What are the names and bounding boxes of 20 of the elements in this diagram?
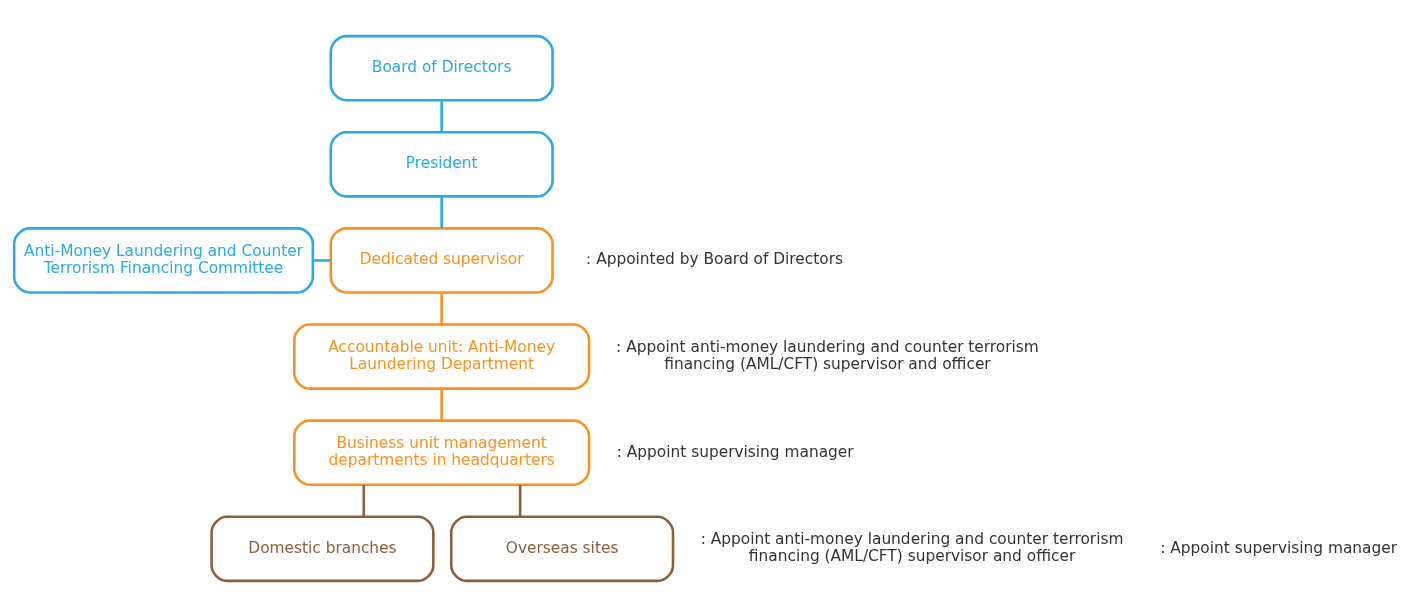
connector xyxy=(440,100,443,132)
node-box: Business unit management departments in headquarters xyxy=(292,418,591,486)
connector xyxy=(440,196,443,228)
node-label: ：Appointed by Board of Directors xyxy=(581,249,844,268)
connector xyxy=(518,484,522,517)
connector xyxy=(313,258,331,262)
node-label: : Appoint supervising manager xyxy=(616,442,854,461)
label: : Appoint supervising manager xyxy=(1160,538,1398,557)
node-box: President xyxy=(329,130,554,198)
connector xyxy=(440,388,443,420)
node-box: Board of Directors xyxy=(329,34,554,101)
node-box: Accountable unit: Anti-Money Laundering Department xyxy=(292,322,591,390)
label: : Appoint anti-money laundering and counter terrorism financing (AML/CFT) supervisor and officer xyxy=(700,529,1124,565)
node-box: Domestic branches xyxy=(210,515,435,582)
node-box: Anti-Money Laundering and Counter Terrorism Financing Committee xyxy=(12,226,315,294)
connector xyxy=(362,484,366,517)
connector xyxy=(440,292,443,324)
node-label: : Appoint anti-money laundering and counter terrorism financing (AML/CFT) supervisor and officer xyxy=(616,337,1039,373)
node-box: Overseas sites xyxy=(450,515,675,582)
node-box: Dedicated supervisor xyxy=(329,226,554,294)
